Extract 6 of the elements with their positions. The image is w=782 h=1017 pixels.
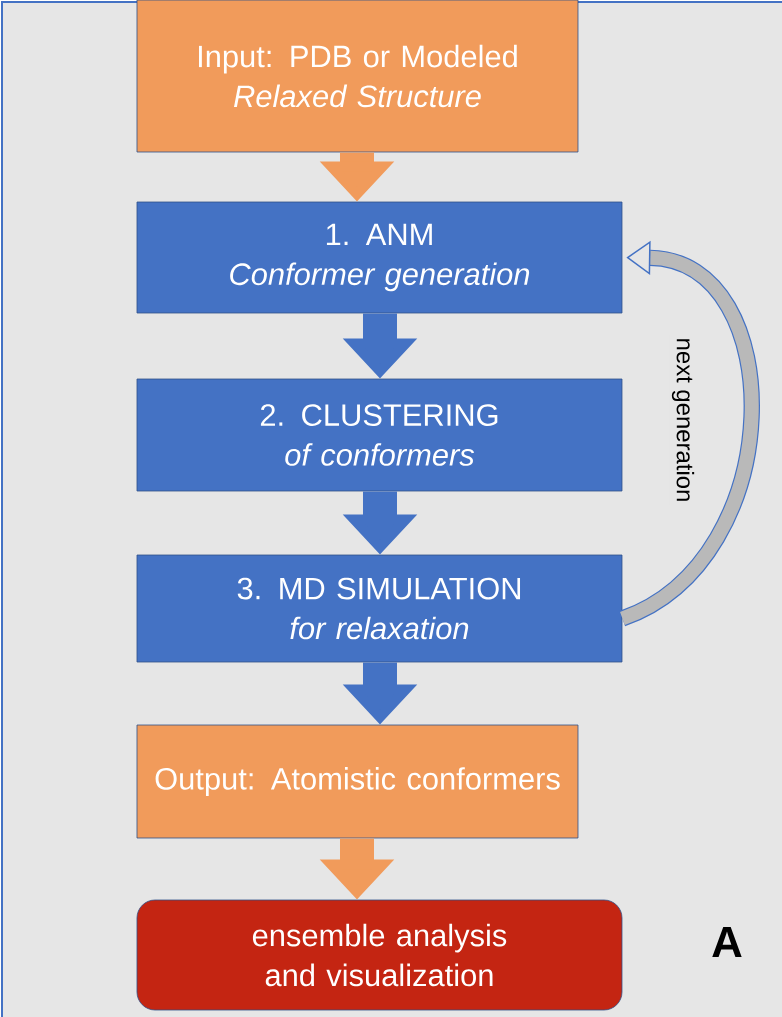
edge-label: next generation (669, 335, 697, 505)
process-box: Output: Atomistic conformers (136, 724, 579, 839)
process-box: Input: PDB or Modeled Relaxed Structure (136, 0, 579, 153)
process-box: 1. ANM Conformer generation (136, 201, 623, 314)
process-box: ensemble analysis and visualization (136, 899, 623, 1011)
panel-letter: A (712, 926, 742, 958)
